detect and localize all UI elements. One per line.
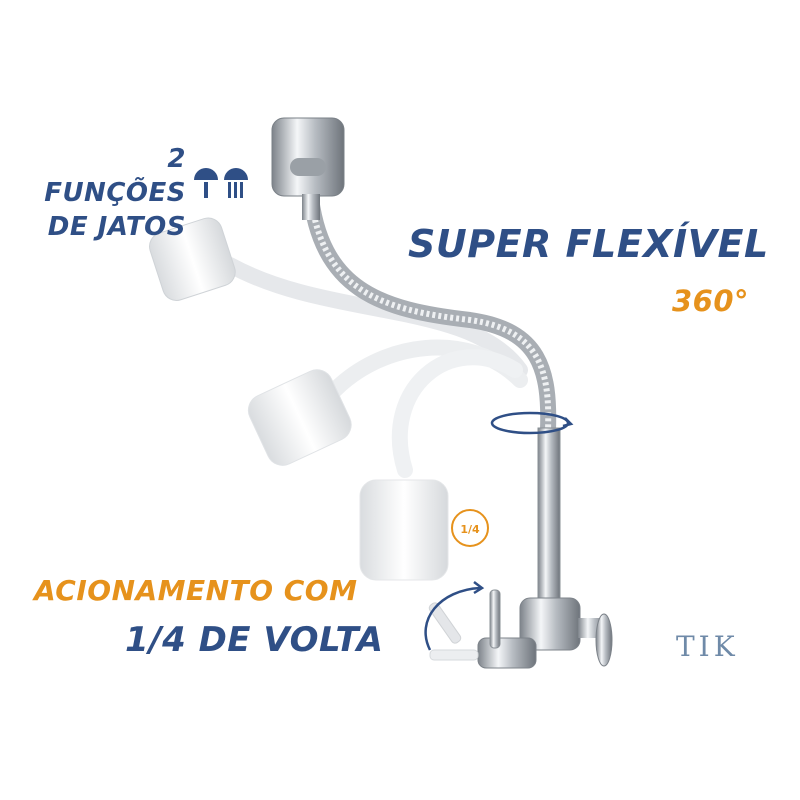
acionamento-heading: ACIONAMENTO COM	[34, 574, 358, 607]
ghost-spray-head-bottom	[359, 479, 449, 581]
rotate-arrow-icon	[490, 411, 574, 435]
volta-heading: 1/4 DE VOLTA	[125, 620, 384, 660]
degrees-label: 360°	[672, 284, 750, 318]
brand-logo: TIK	[676, 630, 739, 663]
faucet-body	[428, 427, 613, 669]
functions-line-2: DE JATOS	[47, 212, 186, 242]
functions-heading: 2 FUNÇÕES DE JATOS	[36, 142, 186, 244]
ghost-spray-head-middle	[247, 369, 352, 466]
main-spray-head	[271, 117, 345, 220]
quarter-turn-arrow-icon	[424, 586, 481, 651]
quarter-badge-label: 1/4	[460, 523, 480, 536]
ghost-spray-head-left	[149, 217, 236, 301]
spray-nozzle-icon	[224, 168, 248, 198]
jet-nozzle-icon	[194, 168, 218, 198]
functions-line-1: 2 FUNÇÕES	[44, 144, 186, 208]
quarter-turn-badge-icon	[451, 509, 489, 547]
super-flexivel-heading: SUPER FLEXÍVEL	[408, 222, 769, 266]
jet-icons	[194, 168, 248, 198]
